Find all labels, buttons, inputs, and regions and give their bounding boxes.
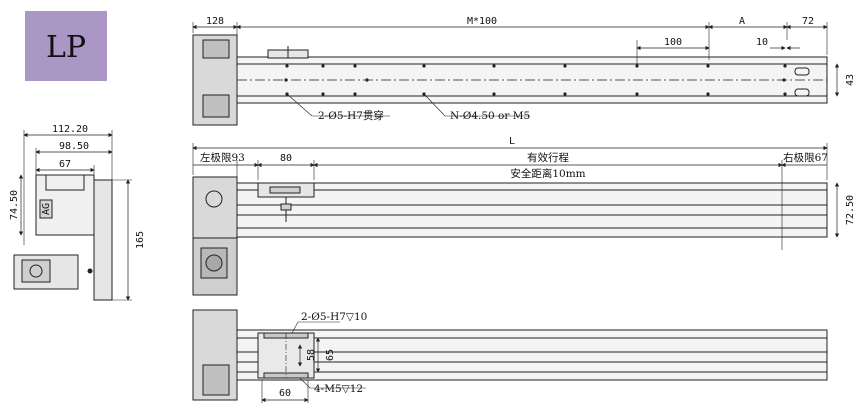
right-limit-label: 右极限67 [783, 151, 828, 164]
dim-74-label: 74.50 [9, 190, 20, 220]
end-view [13, 130, 132, 301]
end-lower-inner [21, 259, 51, 283]
mounting-hole [783, 64, 787, 68]
left-limit-label: 左极限93 [200, 151, 245, 164]
end-slot [794, 67, 810, 76]
side-carriage-nut [280, 203, 292, 211]
dim-43-label: 43 [845, 74, 856, 86]
mounting-hole [635, 92, 639, 96]
logo-background [25, 11, 107, 81]
callout-bottom-pins-label: 2-Ø5-H7▽10 [301, 311, 367, 323]
leader-bottom-pins [291, 321, 299, 334]
side-carriage-top [269, 186, 301, 194]
dim-60-label: 60 [279, 388, 291, 399]
mounting-hole [321, 64, 325, 68]
end-slot [794, 88, 810, 97]
mounting-hole [492, 92, 496, 96]
end-slot-profile [45, 175, 85, 191]
dim-72-label: 72 [802, 16, 814, 27]
dim-a-label: A [739, 16, 745, 27]
dim-10-label: 10 [756, 37, 768, 48]
dim-100-label: 100 [664, 37, 682, 48]
dim-l-label: L [509, 136, 515, 147]
mounting-hole [285, 64, 289, 68]
stroke-label: 有效行程 [527, 151, 569, 164]
bottom-view-labels: 2-Ø5-H7▽10 4-M5▽12 58 65 60 [279, 311, 367, 399]
side-rail [236, 182, 828, 238]
callout-holes-label: N-Ø4.50 or M5 [450, 110, 530, 122]
dim-80-label: 80 [280, 153, 292, 164]
side-view-labels: L 左极限93 80 有效行程 安全距离10mm 右极限67 72.50 [200, 136, 856, 225]
end-screw [87, 268, 93, 274]
mounting-hole [353, 64, 357, 68]
top-view-labels: 128 M*100 A 72 100 10 43 2-Ø5-H7贯穿 N-Ø4.… [206, 16, 856, 122]
mounting-hole [706, 64, 710, 68]
lp-logo: LP [25, 11, 107, 81]
logo-text: LP [46, 30, 86, 65]
pin-hole [284, 78, 288, 82]
leader-bottom-threads [299, 377, 311, 389]
top-motor-cap [202, 39, 230, 59]
side-motor-hole [205, 190, 223, 208]
mounting-hole [492, 64, 496, 68]
leader-pins [286, 93, 313, 117]
dim-165-label: 165 [135, 231, 146, 249]
mounting-hole [635, 64, 639, 68]
end-view-labels: 112.20 98.50 67 74.50 165 AG [9, 124, 146, 249]
dim-112-label: 112.20 [52, 124, 88, 135]
callout-bottom-threads-label: 4-M5▽12 [314, 383, 363, 395]
dim-58-label: 58 [306, 349, 317, 361]
mounting-hole [563, 64, 567, 68]
mounting-hole [783, 92, 787, 96]
bottom-motor-cap [202, 364, 230, 396]
dim-98-label: 98.50 [59, 141, 89, 152]
safety-distance-label: 安全距离10mm [510, 167, 585, 180]
side-view [192, 143, 840, 296]
ag-label: AG [41, 203, 52, 215]
pin-hole [782, 78, 786, 82]
side-motor-shaft [205, 254, 223, 272]
mounting-hole [706, 92, 710, 96]
mounting-hole [321, 92, 325, 96]
bottom-view [192, 309, 828, 403]
callout-pins-label: 2-Ø5-H7贯穿 [318, 109, 384, 122]
dim-65-label: 65 [325, 349, 336, 361]
dim-pitch-label: M*100 [467, 16, 497, 27]
dim-128-label: 128 [206, 16, 224, 27]
pin-hole [365, 78, 369, 82]
dim-72-50-label: 72.50 [845, 195, 856, 225]
end-lower-circle [29, 264, 43, 278]
mounting-hole [353, 92, 357, 96]
dim-67-label: 67 [59, 159, 71, 170]
top-motor-cap-lower [202, 94, 230, 118]
end-side-plate [93, 179, 113, 301]
mounting-hole [563, 92, 567, 96]
leader-holes [423, 93, 446, 117]
mounting-hole [422, 64, 426, 68]
top-view [192, 22, 840, 126]
end-ag-block [39, 199, 53, 219]
